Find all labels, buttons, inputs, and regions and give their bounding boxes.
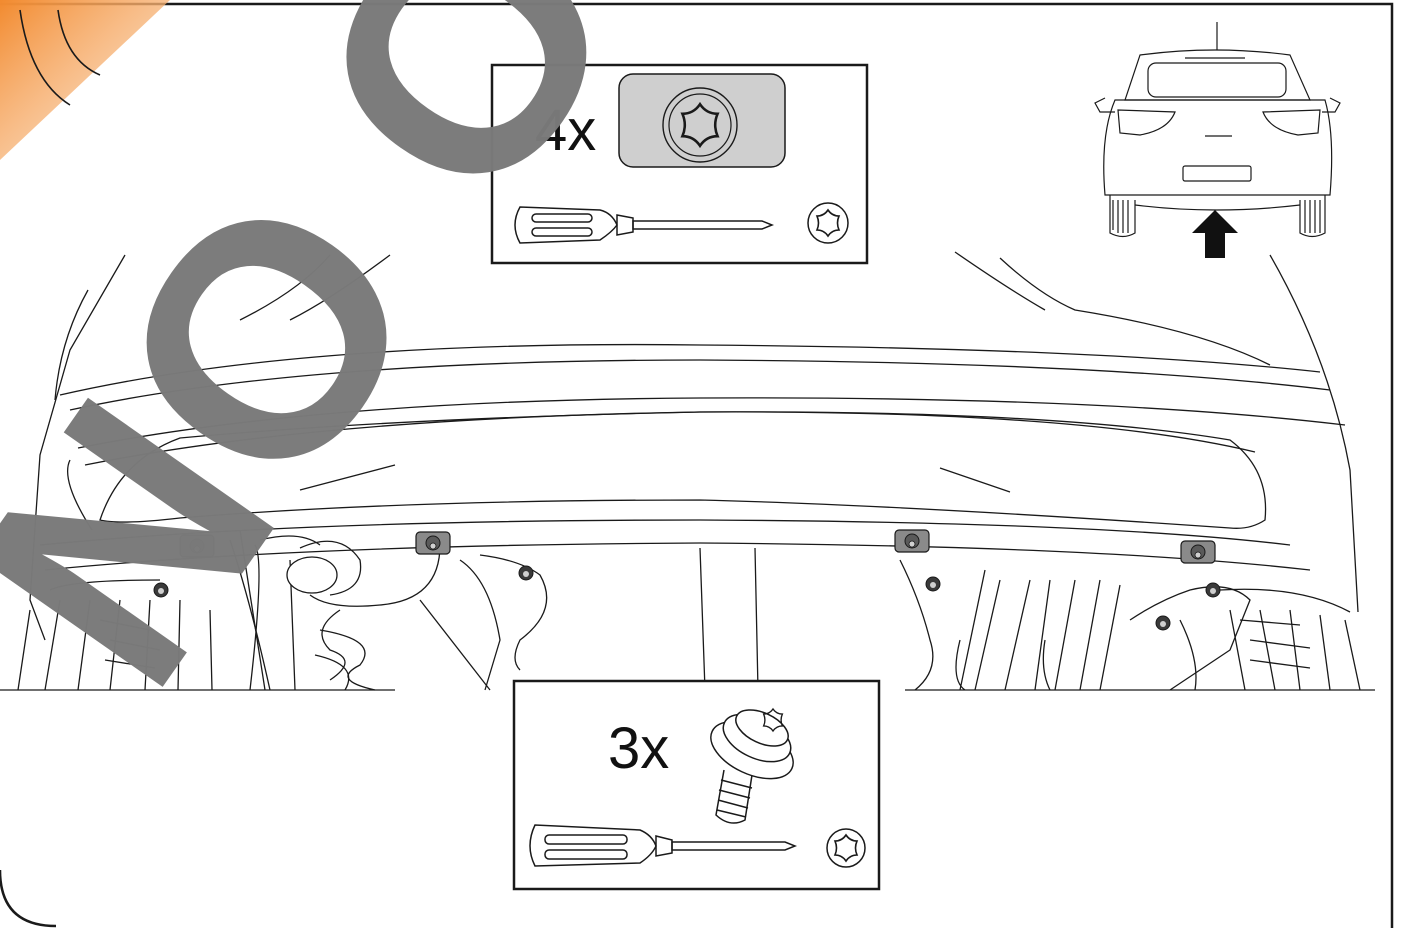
torx-bit-icon — [807, 202, 849, 244]
screw-center-left — [518, 565, 534, 581]
torx-bit-icon-2 — [826, 828, 866, 868]
screw-right-lower — [1155, 615, 1171, 631]
clip-right-inner — [894, 529, 930, 553]
screwdriver-icon-2 — [529, 824, 798, 867]
clip-right-outer — [1180, 540, 1216, 564]
callout-clips-box: 4x — [490, 63, 869, 265]
up-arrow-icon — [1192, 210, 1238, 258]
torx-screw-icon — [710, 708, 794, 824]
rear-bumper-illustration — [0, 251, 1375, 691]
screwdriver-icon — [514, 206, 775, 244]
quantity-label-clips: 4x — [535, 98, 596, 163]
quantity-label-screws: 3x — [608, 716, 669, 781]
car-rear-view-thumbnail — [1094, 22, 1341, 258]
clip-icon — [618, 73, 786, 168]
corner-accent — [0, 0, 170, 160]
screw-right-upper — [1205, 582, 1221, 598]
clip-left-inner — [415, 531, 451, 555]
callout-screws-box: 3x — [512, 679, 881, 891]
screw-center-right — [925, 576, 941, 592]
